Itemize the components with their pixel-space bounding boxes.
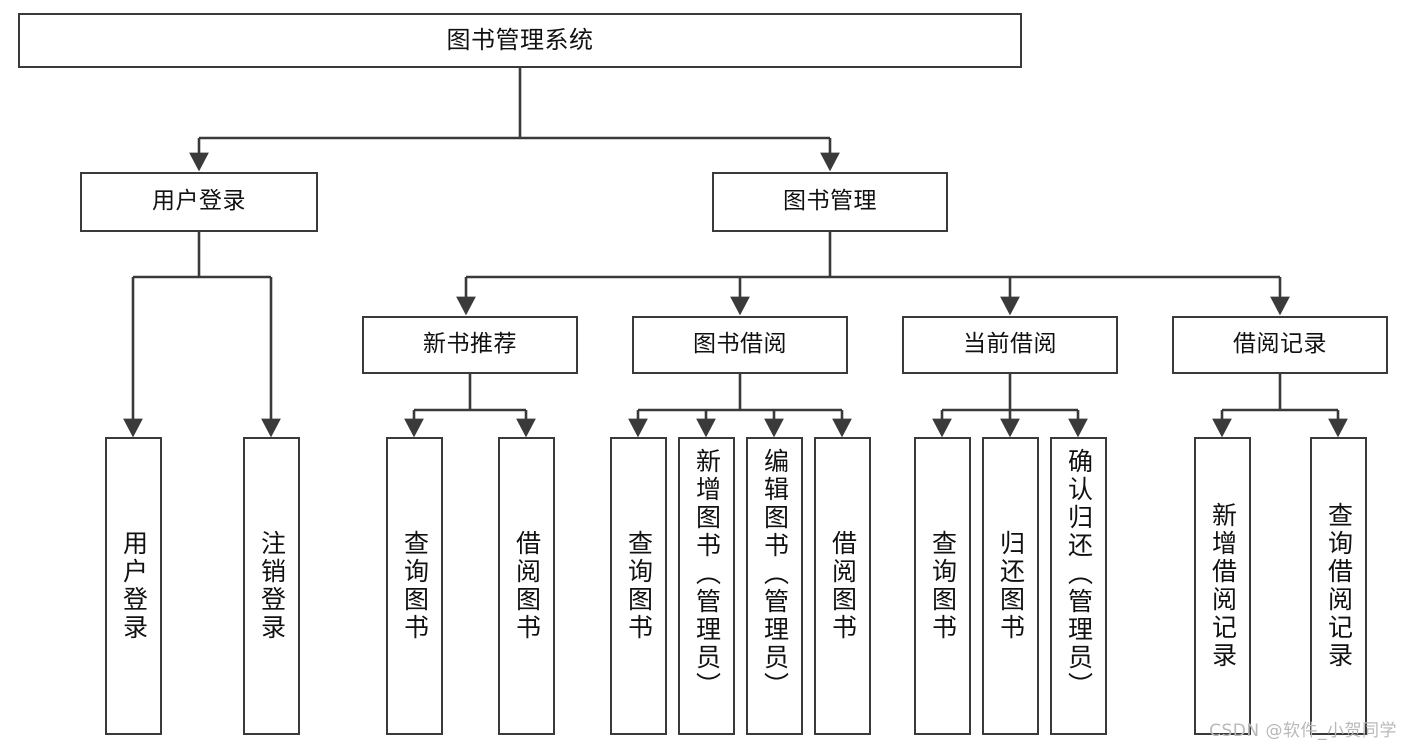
node-label: 新书推荐 (423, 331, 517, 358)
node-label: 图书管理系统 (446, 26, 594, 55)
node-label: 编辑图书（管理员） (760, 448, 790, 700)
node-leaf-user-login[interactable]: 用户登录 (105, 437, 162, 735)
node-root-system[interactable]: 图书管理系统 (18, 13, 1022, 68)
node-leaf-confirm-return[interactable]: 确认归还（管理员） (1050, 437, 1107, 735)
node-leaf-edit-book[interactable]: 编辑图书（管理员） (746, 437, 803, 735)
node-current-borrow[interactable]: 当前借阅 (902, 316, 1118, 374)
node-label: 注销登录 (257, 530, 287, 642)
node-borrow-record[interactable]: 借阅记录 (1172, 316, 1388, 374)
node-book-borrow[interactable]: 图书借阅 (632, 316, 848, 374)
node-label: 借阅记录 (1233, 331, 1327, 358)
watermark-text: CSDN @软件_小贺同学 (1209, 721, 1397, 741)
node-label: 查询图书 (624, 530, 654, 642)
node-label: 用户登录 (152, 188, 246, 215)
node-new-book-recommend[interactable]: 新书推荐 (362, 316, 578, 374)
node-leaf-return-book[interactable]: 归还图书 (982, 437, 1039, 735)
node-label: 查询图书 (928, 530, 958, 642)
node-label: 图书借阅 (693, 331, 787, 358)
node-leaf-borrow-book-1[interactable]: 借阅图书 (498, 437, 555, 735)
node-label: 当前借阅 (963, 331, 1057, 358)
node-leaf-borrow-book-2[interactable]: 借阅图书 (814, 437, 871, 735)
node-label: 确认归还（管理员） (1064, 448, 1094, 700)
node-user-login[interactable]: 用户登录 (80, 172, 318, 232)
node-leaf-query-book-3[interactable]: 查询图书 (914, 437, 971, 735)
node-label: 归还图书 (996, 530, 1026, 642)
node-leaf-add-book[interactable]: 新增图书（管理员） (678, 437, 735, 735)
node-label: 查询借阅记录 (1324, 502, 1354, 670)
node-leaf-query-book-1[interactable]: 查询图书 (386, 437, 443, 735)
node-label: 新增图书（管理员） (692, 448, 722, 700)
node-label: 新增借阅记录 (1208, 502, 1238, 670)
node-book-manage[interactable]: 图书管理 (712, 172, 948, 232)
node-leaf-query-book-2[interactable]: 查询图书 (610, 437, 667, 735)
node-leaf-logout-login[interactable]: 注销登录 (243, 437, 300, 735)
node-label: 借阅图书 (512, 530, 542, 642)
node-label: 图书管理 (783, 188, 877, 215)
node-label: 用户登录 (119, 530, 149, 642)
node-leaf-query-record[interactable]: 查询借阅记录 (1310, 437, 1367, 735)
node-label: 借阅图书 (828, 530, 858, 642)
node-label: 查询图书 (400, 530, 430, 642)
node-leaf-add-record[interactable]: 新增借阅记录 (1194, 437, 1251, 735)
